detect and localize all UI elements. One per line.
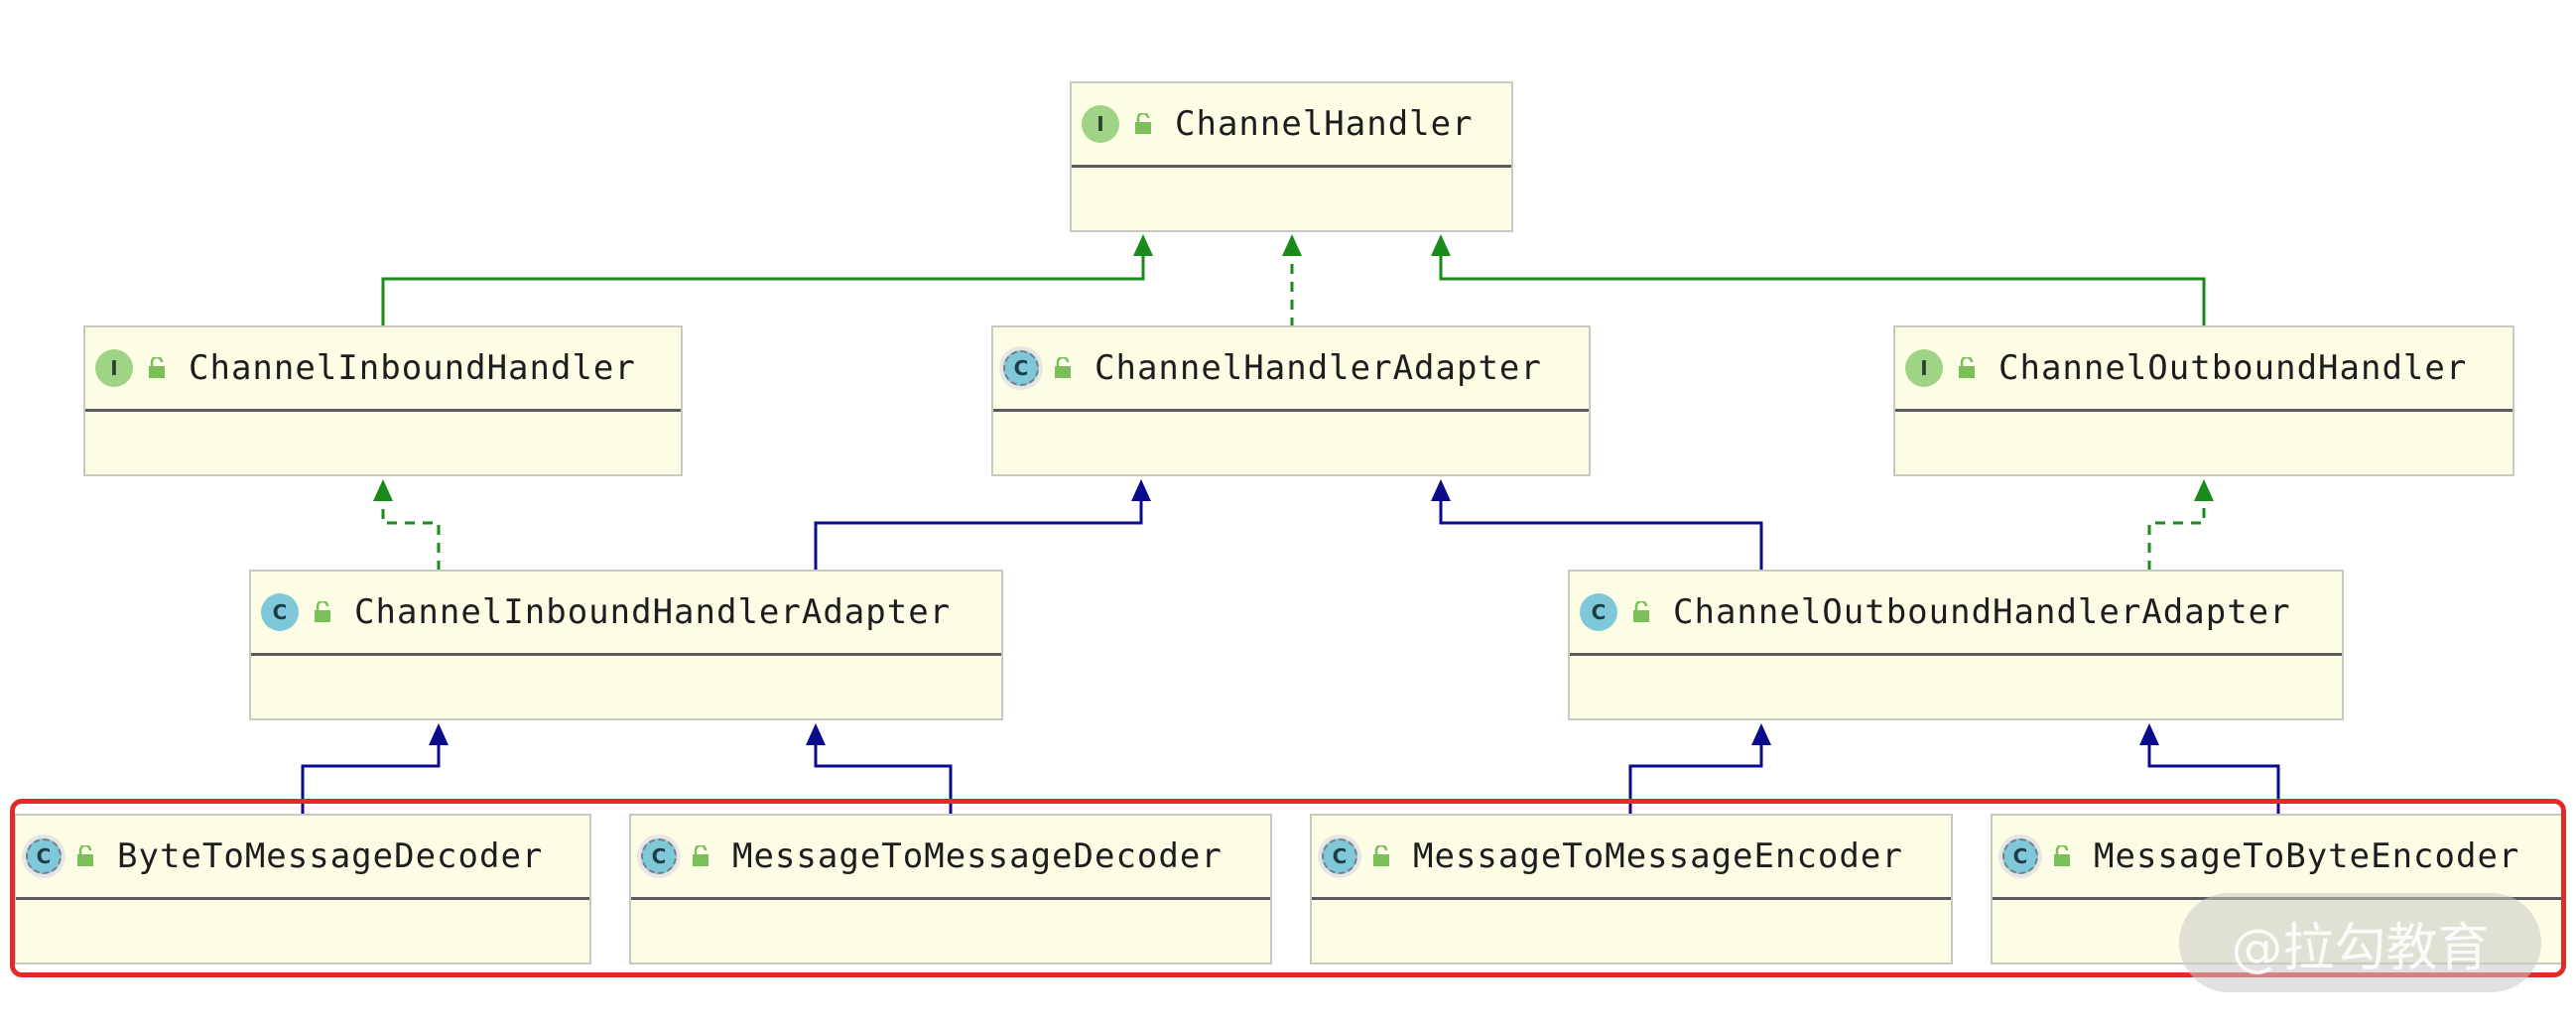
class-node-header: I ChannelHandler xyxy=(1072,83,1511,168)
interface-icon: I xyxy=(1905,349,1943,387)
class-node-header: C MessageToMessageEncoder xyxy=(1312,816,1951,900)
class-name: MessageToByteEncoder xyxy=(2094,836,2520,876)
edge-outbound-adapter-to-adapter xyxy=(1431,479,1763,571)
class-name: ChannelHandlerAdapter xyxy=(1095,348,1542,388)
abstract-class-icon: C xyxy=(2002,838,2038,874)
edge-byte-decoder-to-inbound-adapter xyxy=(301,723,449,814)
class-node-byte-to-message-decoder[interactable]: C ByteToMessageDecoder xyxy=(14,814,591,964)
edge-msg-encoder-to-outbound-adapter xyxy=(1628,723,1771,814)
public-lock-icon xyxy=(77,845,93,866)
class-name: ChannelInboundHandler xyxy=(189,348,636,388)
class-node-channel-handler[interactable]: I ChannelHandler xyxy=(1070,81,1513,232)
abstract-class-icon: C xyxy=(1322,838,1357,874)
public-lock-icon xyxy=(1135,113,1151,134)
class-node-header: I ChannelInboundHandler xyxy=(85,327,681,412)
edge-inbound-adapter-to-adapter xyxy=(814,479,1151,571)
public-lock-icon xyxy=(2054,845,2070,866)
class-node-channel-inbound-handler[interactable]: I ChannelInboundHandler xyxy=(83,325,683,476)
class-node-header: C ChannelInboundHandlerAdapter xyxy=(251,572,1001,656)
class-name: ChannelHandler xyxy=(1175,104,1474,144)
class-node-header: C ChannelOutboundHandlerAdapter xyxy=(1570,572,2342,656)
class-name: ChannelInboundHandlerAdapter xyxy=(354,592,952,632)
edge-adapter-to-handler xyxy=(1282,234,1302,327)
edge-inbound-adapter-to-inbound xyxy=(373,479,441,571)
class-node-header: C ChannelHandlerAdapter xyxy=(993,327,1589,412)
class-name: ChannelOutboundHandlerAdapter xyxy=(1673,592,2291,632)
class-node-header: C ByteToMessageDecoder xyxy=(16,816,589,900)
class-node-channel-handler-adapter[interactable]: C ChannelHandlerAdapter xyxy=(991,325,1591,476)
abstract-class-icon: C xyxy=(26,838,62,874)
class-name: ByteToMessageDecoder xyxy=(117,836,544,876)
highlight-box xyxy=(10,799,2566,977)
public-lock-icon xyxy=(1633,601,1649,622)
public-lock-icon xyxy=(693,845,708,866)
public-lock-icon xyxy=(1373,845,1389,866)
class-node-message-to-message-decoder[interactable]: C MessageToMessageDecoder xyxy=(629,814,1272,964)
edge-outbound-adapter-to-outbound xyxy=(2147,479,2214,571)
class-node-header: I ChannelOutboundHandler xyxy=(1895,327,2512,412)
class-node-channel-outbound-handler-adapter[interactable]: C ChannelOutboundHandlerAdapter xyxy=(1568,570,2344,720)
public-lock-icon xyxy=(149,357,165,378)
edge-byte-encoder-to-outbound-adapter xyxy=(2139,723,2280,814)
class-node-message-to-message-encoder[interactable]: C MessageToMessageEncoder xyxy=(1310,814,1953,964)
class-icon: C xyxy=(261,593,299,631)
watermark: @拉勾教育 xyxy=(2179,893,2541,992)
class-node-header: C MessageToMessageDecoder xyxy=(631,816,1270,900)
class-name: ChannelOutboundHandler xyxy=(1998,348,2468,388)
class-name: MessageToMessageDecoder xyxy=(732,836,1223,876)
abstract-class-icon: C xyxy=(641,838,677,874)
class-name: MessageToMessageEncoder xyxy=(1413,836,1903,876)
abstract-class-icon: C xyxy=(1003,350,1039,386)
class-icon: C xyxy=(1580,593,1617,631)
edge-msg-decoder-to-inbound-adapter xyxy=(806,723,953,814)
interface-icon: I xyxy=(1082,105,1119,143)
edge-outbound-to-handler xyxy=(1431,234,2206,327)
interface-icon: I xyxy=(95,349,133,387)
public-lock-icon xyxy=(315,601,330,622)
class-node-channel-inbound-handler-adapter[interactable]: C ChannelInboundHandlerAdapter xyxy=(249,570,1003,720)
class-node-channel-outbound-handler[interactable]: I ChannelOutboundHandler xyxy=(1893,325,2514,476)
public-lock-icon xyxy=(1055,357,1071,378)
public-lock-icon xyxy=(1959,357,1975,378)
edge-inbound-to-handler xyxy=(381,234,1153,327)
